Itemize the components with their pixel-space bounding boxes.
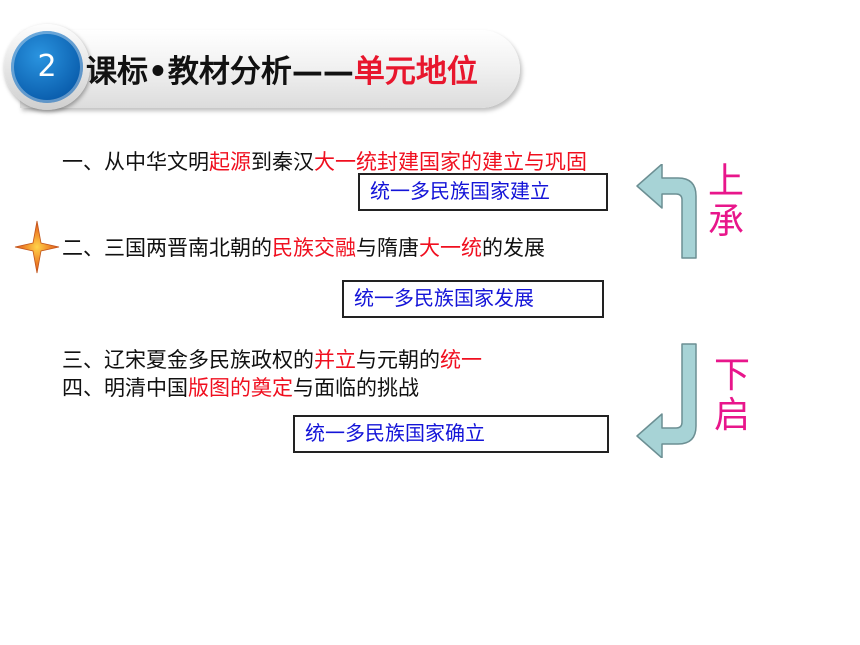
- line-segment: 到秦汉: [251, 150, 314, 174]
- curved-arrow-up-left-icon: [636, 164, 697, 259]
- title-highlight: 单元地位: [353, 54, 478, 90]
- side-label-inherit: 上 承: [708, 162, 744, 242]
- content-line-4: 四、明清中国版图的奠定与面临的挑战: [62, 372, 419, 402]
- line-segment: 与隋唐: [356, 236, 419, 260]
- line-segment: 二、三国两晋南北朝的: [62, 236, 272, 260]
- side-label-enlighten: 下 启: [714, 356, 750, 436]
- header-bar: [20, 30, 520, 108]
- content-line-1: 一、从中华文明起源到秦汉大一统封建国家的建立与巩固: [62, 146, 587, 176]
- side-label-char: 下: [714, 355, 751, 396]
- line-segment-red: 并立: [314, 348, 356, 372]
- line-segment-red: 民族交融: [272, 236, 356, 260]
- title-prefix: 课标•教材分析——: [86, 54, 354, 90]
- section-number-badge: 2: [11, 31, 83, 103]
- line-segment-red: 大一统: [419, 236, 482, 260]
- content-line-3: 三、辽宋夏金多民族政权的并立与元朝的统一: [62, 344, 482, 374]
- line-segment: 与元朝的: [356, 348, 440, 372]
- content-line-2: 二、三国两晋南北朝的民族交融与隋唐大一统的发展: [62, 232, 545, 262]
- line-segment-red: 大一统封建国家的建立与巩固: [314, 150, 587, 174]
- box-developed: 统一多民族国家发展: [342, 280, 604, 318]
- line-segment: 的发展: [482, 236, 545, 260]
- line-segment-red: 起源: [209, 150, 251, 174]
- side-label-char: 启: [714, 395, 751, 436]
- page-title: 课标•教材分析——单元地位: [86, 46, 478, 91]
- line-segment: 四、明清中国: [62, 376, 188, 400]
- four-point-star-icon: [14, 220, 60, 274]
- side-label-char: 上: [708, 161, 745, 202]
- box-confirmed: 统一多民族国家确立: [293, 415, 609, 453]
- line-segment-red: 版图的奠定: [188, 376, 293, 400]
- line-segment-red: 统一: [440, 348, 482, 372]
- box-established: 统一多民族国家建立: [358, 173, 608, 211]
- side-label-char: 承: [708, 201, 745, 242]
- line-segment: 一、从中华文明: [62, 150, 209, 174]
- line-segment: 与面临的挑战: [293, 376, 419, 400]
- line-segment: 三、辽宋夏金多民族政权的: [62, 348, 314, 372]
- curved-arrow-down-left-icon: [636, 343, 697, 458]
